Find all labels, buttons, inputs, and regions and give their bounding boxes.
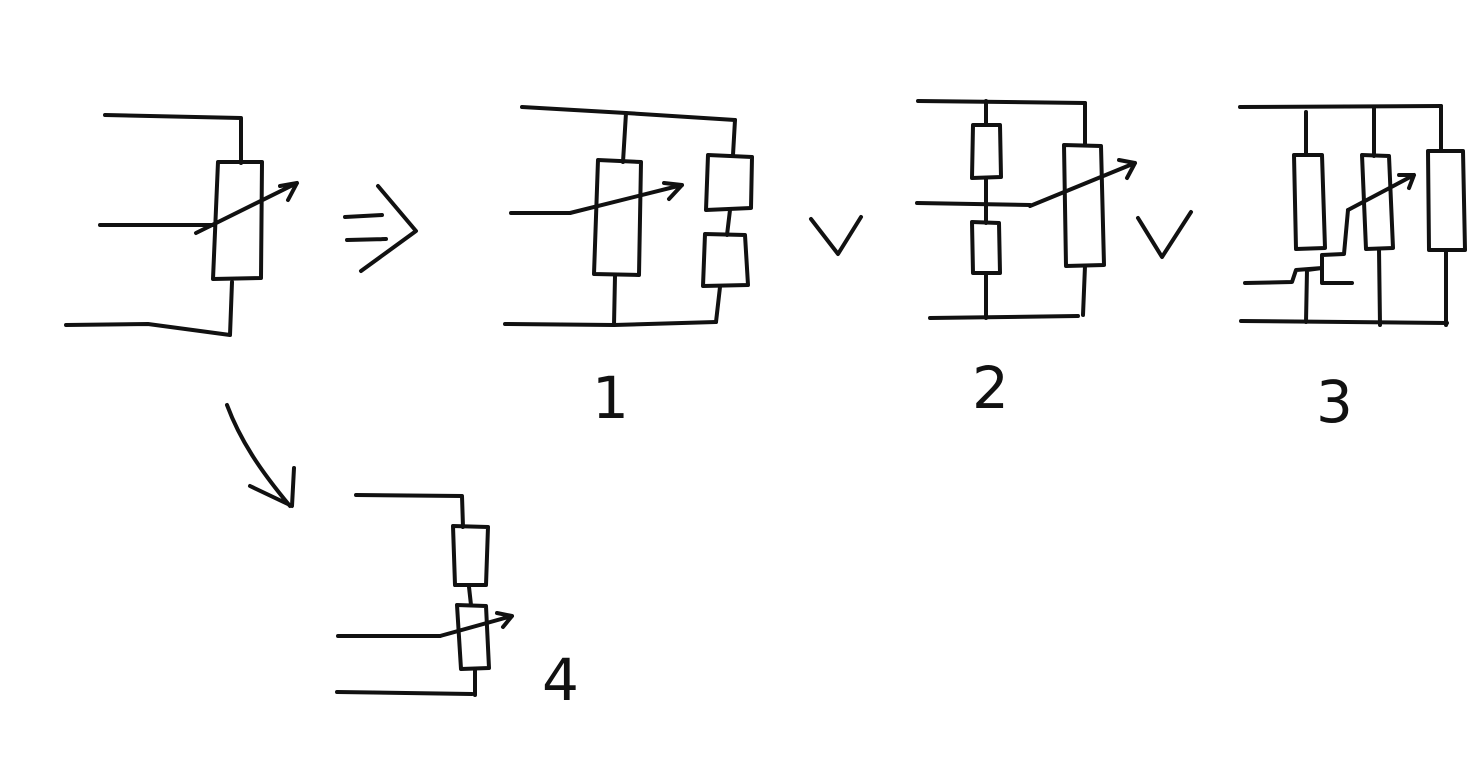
v3-variable-resistor-middle — [1360, 153, 1395, 251]
v3-adjust-arrow — [1346, 173, 1416, 212]
variant-1-circuit — [503, 105, 754, 327]
label-variant-3: 3 — [1316, 368, 1353, 436]
curved-arrow-to-variant-4 — [225, 403, 296, 508]
v1-fixed-resistor-upper — [704, 153, 754, 212]
v2-fixed-resistor-upper — [970, 123, 1003, 180]
v3-fixed-resistor-left — [1292, 153, 1327, 251]
v1-right-drop — [731, 118, 737, 157]
v2-adjust-arrow — [1028, 158, 1137, 208]
variant-2-circuit — [915, 99, 1137, 320]
v3-bottom-wire — [1239, 319, 1449, 325]
or-symbol-1 — [809, 215, 863, 256]
or-symbol-2 — [1136, 210, 1193, 259]
label-variant-4: 4 — [542, 646, 579, 714]
v1-left-bottom — [612, 274, 617, 327]
v3-middle-bottom — [1377, 247, 1382, 327]
v1-bottom-wire — [503, 320, 718, 327]
v4-adjust-arrow — [438, 611, 514, 638]
v4-variable-resistor — [455, 603, 491, 671]
v2-top-wire — [916, 99, 1087, 105]
variant-4-circuit — [335, 493, 514, 697]
v2-bottom-wire — [928, 314, 1080, 320]
original-bottom-wire — [64, 280, 234, 337]
v3-crossover-link — [1320, 208, 1354, 285]
v1-left-drop — [621, 111, 628, 164]
v4-bottom-wire — [335, 690, 474, 696]
label-variant-2: 2 — [972, 354, 1009, 422]
v1-top-wire — [520, 105, 737, 122]
original-resistor-body — [211, 160, 264, 281]
v3-top-wire — [1238, 104, 1443, 109]
v2-input-wire — [915, 201, 1032, 207]
original-adjust-arrow — [194, 181, 299, 235]
v3-fixed-resistor-right — [1426, 149, 1467, 252]
v2-fixed-resistor-lower — [970, 220, 1002, 275]
label-variant-1: 1 — [592, 364, 629, 432]
v1-middle-link — [725, 208, 732, 237]
v2-right-bottom-drop — [1081, 264, 1087, 317]
implies-arrow — [343, 184, 418, 273]
v1-right-bottom — [714, 285, 722, 324]
v3-input-wire — [1243, 266, 1324, 324]
v1-adjust-arrow — [568, 181, 684, 215]
variant-3-circuit — [1238, 104, 1467, 327]
v2-variable-resistor — [1062, 143, 1106, 268]
v1-variable-resistor — [592, 158, 643, 277]
v4-top-wire — [354, 493, 465, 529]
original-top-wire — [103, 113, 243, 165]
v4-fixed-resistor — [451, 524, 490, 587]
v4-middle-link — [467, 585, 473, 607]
v1-fixed-resistor-lower — [701, 232, 750, 288]
original-potentiometer — [64, 113, 299, 337]
